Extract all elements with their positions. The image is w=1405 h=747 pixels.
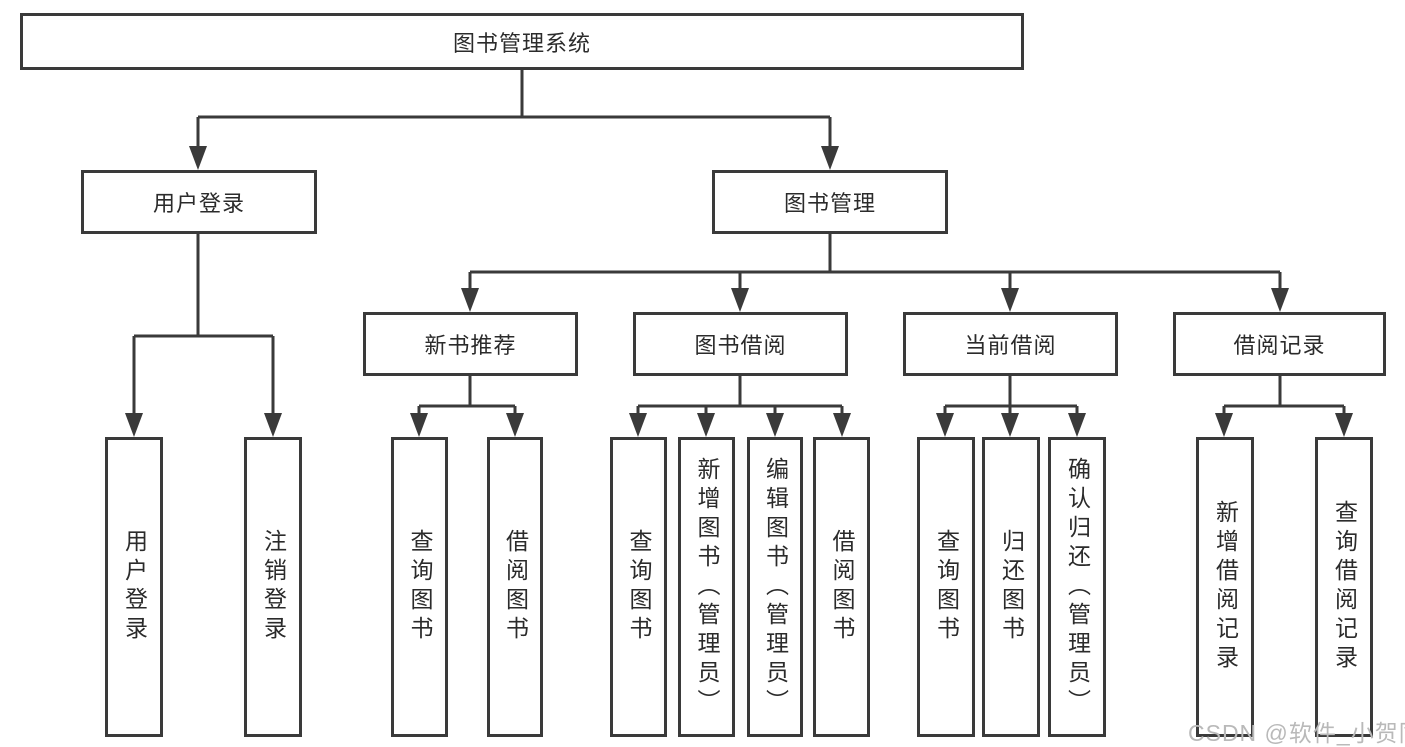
node-book-borrowing: 图书借阅 xyxy=(633,312,848,376)
leaf-query-books-current: 查询图书 xyxy=(917,437,975,737)
leaf-label: 用户登录 xyxy=(121,529,148,645)
leaf-query-books-borrowing: 查询图书 xyxy=(610,437,667,737)
leaf-label: 确认归还（管理员） xyxy=(1064,456,1091,718)
csdn-watermark: CSDN @软件_小贺同学 xyxy=(1188,720,1405,746)
leaf-label: 查询图书 xyxy=(933,529,960,645)
node-borrowing-records: 借阅记录 xyxy=(1173,312,1386,376)
leaf-label: 新增借阅记录 xyxy=(1212,500,1239,674)
leaf-borrow-books-recommend: 借阅图书 xyxy=(487,437,543,737)
node-new-book-recommendation: 新书推荐 xyxy=(363,312,578,376)
node-label: 当前借阅 xyxy=(964,333,1057,358)
leaf-label: 查询借阅记录 xyxy=(1331,500,1358,674)
leaf-user-login: 用户登录 xyxy=(105,437,163,737)
node-label: 新书推荐 xyxy=(424,333,517,358)
node-current-borrowing: 当前借阅 xyxy=(903,312,1118,376)
leaf-add-books-admin: 新增图书（管理员） xyxy=(678,437,735,737)
node-label: 借阅记录 xyxy=(1233,333,1326,358)
leaf-confirm-return-admin: 确认归还（管理员） xyxy=(1048,437,1106,737)
node-label: 图书管理 xyxy=(783,191,876,216)
leaf-label: 新增图书（管理员） xyxy=(694,456,720,718)
node-label: 用户登录 xyxy=(152,191,245,216)
node-user-login: 用户登录 xyxy=(81,170,317,234)
leaf-label: 查询图书 xyxy=(407,529,433,645)
leaf-query-borrow-record: 查询借阅记录 xyxy=(1315,437,1373,737)
leaf-borrow-books-borrowing: 借阅图书 xyxy=(813,437,870,737)
node-label: 图书管理系统 xyxy=(452,30,591,56)
leaf-logout: 注销登录 xyxy=(244,437,302,737)
leaf-label: 查询图书 xyxy=(626,529,652,645)
leaf-label: 编辑图书（管理员） xyxy=(762,456,789,718)
leaf-query-books-recommend: 查询图书 xyxy=(391,437,448,737)
node-library-management-system: 图书管理系统 xyxy=(20,13,1024,70)
leaf-label: 借阅图书 xyxy=(502,529,529,645)
leaf-label: 归还图书 xyxy=(998,529,1025,645)
leaf-edit-books-admin: 编辑图书（管理员） xyxy=(747,437,803,737)
node-label: 图书借阅 xyxy=(694,333,787,358)
node-book-management: 图书管理 xyxy=(712,170,948,234)
leaf-label: 注销登录 xyxy=(260,529,287,645)
leaf-return-books: 归还图书 xyxy=(982,437,1040,737)
leaf-label: 借阅图书 xyxy=(829,529,855,645)
leaf-add-borrow-record: 新增借阅记录 xyxy=(1196,437,1254,737)
